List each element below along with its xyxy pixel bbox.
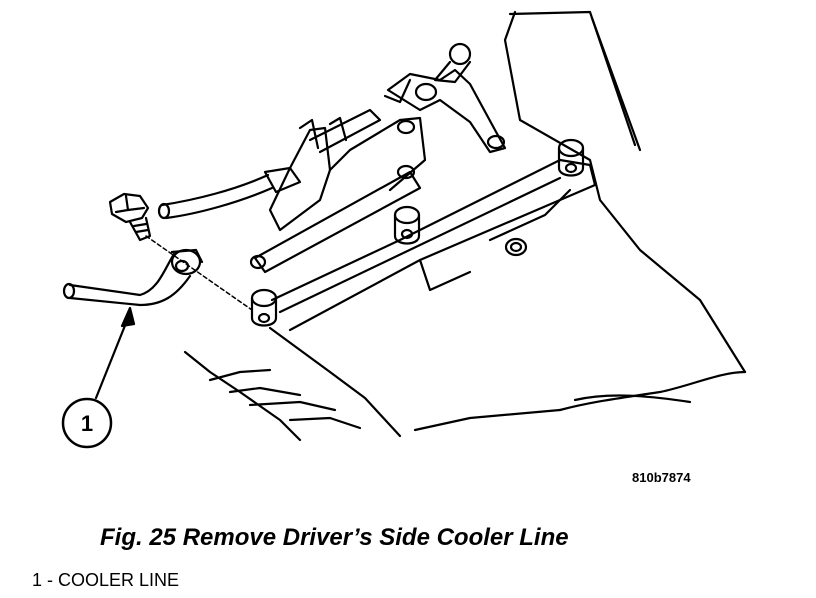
- cooler-line: [62, 248, 204, 307]
- callout-1: 1: [61, 397, 113, 449]
- legend-item: 1 - COOLER LINE: [32, 570, 180, 590]
- callout-number: 1: [81, 411, 93, 436]
- shift-linkage: [249, 42, 507, 274]
- oil-pan-rail: [270, 158, 597, 332]
- rail-bolt-bosses: [250, 138, 585, 327]
- figure-caption: Fig. 25 Remove Driver’s Side Cooler Line: [100, 524, 569, 551]
- upper-cooler-line: [157, 166, 302, 220]
- transmission-case: [183, 10, 747, 442]
- image-code: 810b7874: [632, 470, 691, 485]
- callout-leader: [94, 306, 136, 400]
- bolt-alignment-line: [145, 235, 253, 311]
- banjo-bolt: [108, 192, 152, 242]
